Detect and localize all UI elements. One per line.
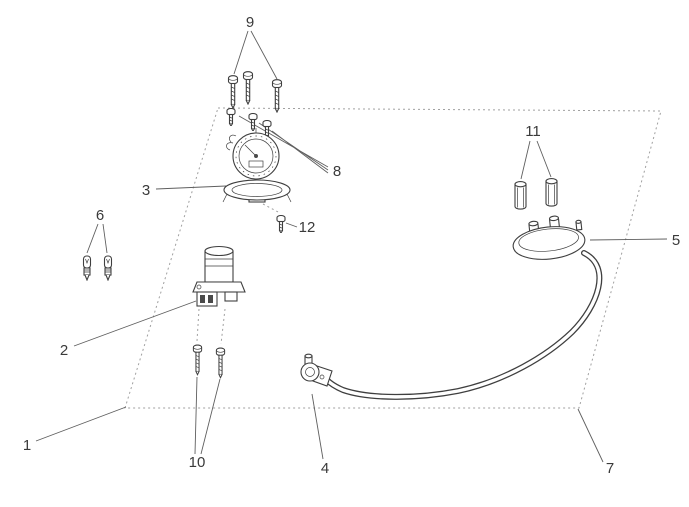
panel-boundary-outline	[124, 107, 662, 409]
assembly-guide-lines	[196, 203, 281, 345]
screw	[227, 75, 239, 109]
screw	[192, 344, 203, 376]
part-label-4: 4	[321, 460, 329, 477]
speedometer-cable-assembly	[324, 215, 603, 400]
bulb-set-6	[82, 255, 113, 281]
screw	[271, 79, 283, 113]
part-label-9: 9	[246, 14, 254, 31]
part-label-5: 5	[672, 232, 680, 249]
part-label-6: 6	[96, 207, 104, 224]
bulb	[82, 255, 92, 281]
part-labels: 1 2 3 4 5 6 7 8 9 10 11 12	[23, 14, 680, 477]
part-label-10: 10	[189, 454, 206, 471]
speedometer-assembly	[222, 128, 292, 203]
part-label-2: 2	[60, 342, 68, 359]
bulb	[103, 255, 113, 281]
bolt	[514, 181, 527, 210]
part-label-8: 8	[333, 163, 341, 180]
screw-set-10	[192, 344, 226, 379]
bolt	[545, 178, 558, 207]
screw	[215, 347, 226, 379]
part-label-12: 12	[299, 219, 316, 236]
bolt-set-11	[514, 178, 558, 210]
part-label-1: 1	[23, 437, 31, 454]
screw	[276, 215, 286, 233]
part-label-7: 7	[606, 460, 614, 477]
sensor-fitting	[300, 353, 333, 387]
screw-set-9	[227, 71, 283, 113]
part-label-11: 11	[525, 123, 541, 140]
ignition-switch	[192, 245, 246, 307]
screw	[242, 71, 254, 105]
screw	[226, 108, 236, 126]
part-label-3: 3	[142, 182, 150, 199]
screw-12	[276, 215, 286, 233]
